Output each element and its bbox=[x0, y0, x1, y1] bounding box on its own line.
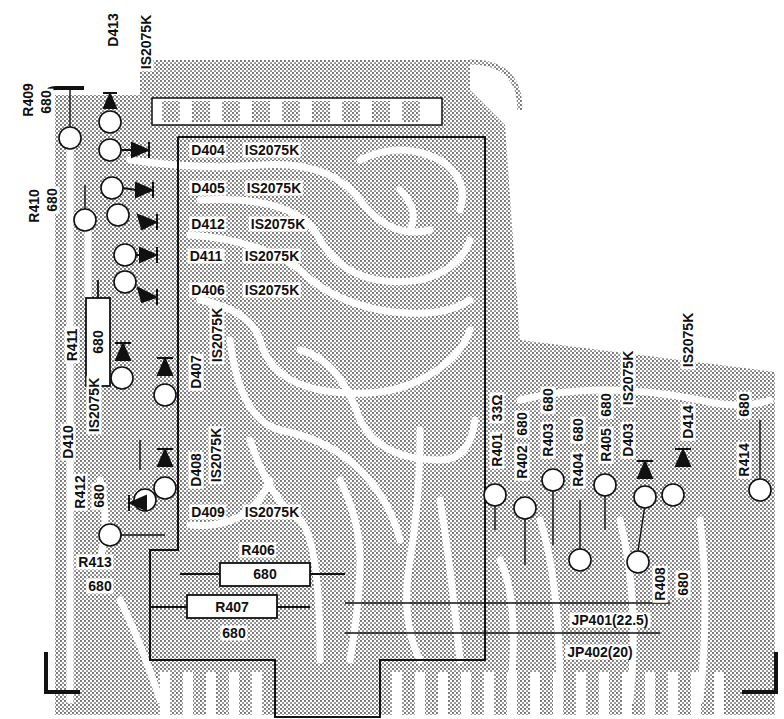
part-name: D407 bbox=[189, 353, 204, 390]
part-value: IS2075K bbox=[87, 376, 102, 434]
part-value: 680 bbox=[92, 482, 107, 509]
part-value: IS2075K bbox=[209, 426, 224, 484]
part-name: R406 bbox=[239, 543, 276, 558]
solder-pad bbox=[59, 111, 771, 573]
corner-marks bbox=[46, 88, 776, 692]
part-name: R414 bbox=[737, 441, 752, 478]
connector-fingers bbox=[162, 101, 420, 122]
part-value: 680 bbox=[571, 416, 586, 443]
part-value: IS2075K bbox=[139, 13, 154, 71]
part-name: R410 bbox=[27, 187, 42, 224]
lead-lines bbox=[70, 90, 760, 633]
part-name: D409 bbox=[189, 505, 226, 520]
part-name: R409 bbox=[21, 81, 36, 118]
part-value: IS2075K bbox=[245, 181, 303, 196]
part-value: IS2075K bbox=[681, 311, 696, 369]
part-name: D405 bbox=[189, 181, 226, 196]
part-name: R405 bbox=[599, 426, 614, 463]
part-name: D411 bbox=[188, 249, 225, 264]
part-name: D413 bbox=[106, 11, 121, 48]
part-value: 680 bbox=[91, 328, 106, 355]
part-value: 33Ω bbox=[490, 393, 505, 424]
part-value: IS2075K bbox=[249, 217, 307, 232]
part-name: R411 bbox=[65, 327, 80, 364]
part-name: R413 bbox=[76, 555, 113, 570]
connector-block bbox=[152, 98, 442, 125]
part-value: JP402(20) bbox=[565, 645, 634, 660]
resistor-symbol bbox=[86, 280, 345, 618]
part-name: D410 bbox=[61, 423, 76, 460]
part-value: 680 bbox=[541, 386, 556, 413]
board-outline bbox=[150, 137, 485, 717]
part-value: IS2075K bbox=[210, 306, 225, 364]
part-value: IS2075K bbox=[243, 283, 301, 298]
edge-fingers bbox=[160, 672, 724, 715]
part-value: IS2075K bbox=[243, 505, 301, 520]
part-value: JP401(22.5) bbox=[569, 613, 650, 628]
part-name: D408 bbox=[189, 451, 204, 488]
part-name: R412 bbox=[73, 473, 88, 510]
part-value: IS2075K bbox=[243, 143, 301, 158]
part-name: R407 bbox=[213, 600, 250, 615]
part-value: 680 bbox=[45, 186, 60, 213]
part-name: R404 bbox=[571, 451, 586, 488]
part-value: 680 bbox=[515, 410, 530, 437]
copper-area bbox=[55, 60, 775, 715]
part-value: 680 bbox=[39, 88, 54, 115]
trace-channels bbox=[70, 140, 770, 700]
part-name: D403 bbox=[621, 421, 636, 458]
part-value: 680 bbox=[676, 570, 691, 597]
part-value: 680 bbox=[86, 579, 113, 594]
part-value: 680 bbox=[737, 391, 752, 418]
part-name: D414 bbox=[681, 403, 696, 440]
part-value: IS2075K bbox=[243, 249, 301, 264]
part-name: D404 bbox=[189, 143, 226, 158]
diode-symbol bbox=[103, 93, 691, 511]
part-name: R408 bbox=[653, 565, 668, 602]
part-value: IS2075K bbox=[621, 349, 636, 407]
part-name: R402 bbox=[515, 443, 530, 480]
part-value: 680 bbox=[251, 567, 278, 582]
part-name: R403 bbox=[541, 421, 556, 458]
part-name: D406 bbox=[189, 283, 226, 298]
part-value: 680 bbox=[220, 626, 247, 641]
part-name: D412 bbox=[189, 217, 226, 232]
part-value: 680 bbox=[599, 391, 614, 418]
part-name: R401 bbox=[490, 431, 505, 468]
